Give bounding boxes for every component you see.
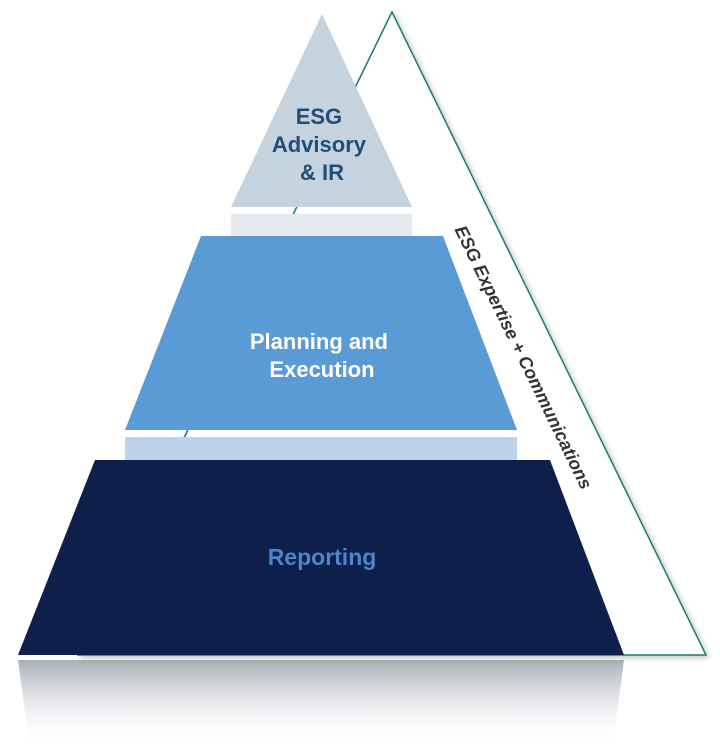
tier-middle — [125, 236, 517, 430]
tier-bottom-line-1: Reporting — [268, 544, 377, 570]
pyramid-reflection — [18, 660, 624, 749]
tier-top-label: ESG Advisory & IR — [272, 104, 372, 185]
tier-bottom — [18, 460, 624, 655]
tier-top — [231, 14, 412, 207]
tier-top-line-2: Advisory — [272, 132, 367, 157]
tier-top-line-1: ESG — [296, 104, 342, 129]
tier-top-line-3: & IR — [300, 160, 344, 185]
band-top — [231, 214, 412, 236]
tier-middle-line-2: Execution — [269, 357, 374, 382]
band-bottom — [125, 437, 517, 460]
tier-middle-label: Planning and Execution — [250, 329, 394, 382]
tier-middle-line-1: Planning and — [250, 329, 388, 354]
tier-bottom-label: Reporting — [268, 544, 377, 570]
